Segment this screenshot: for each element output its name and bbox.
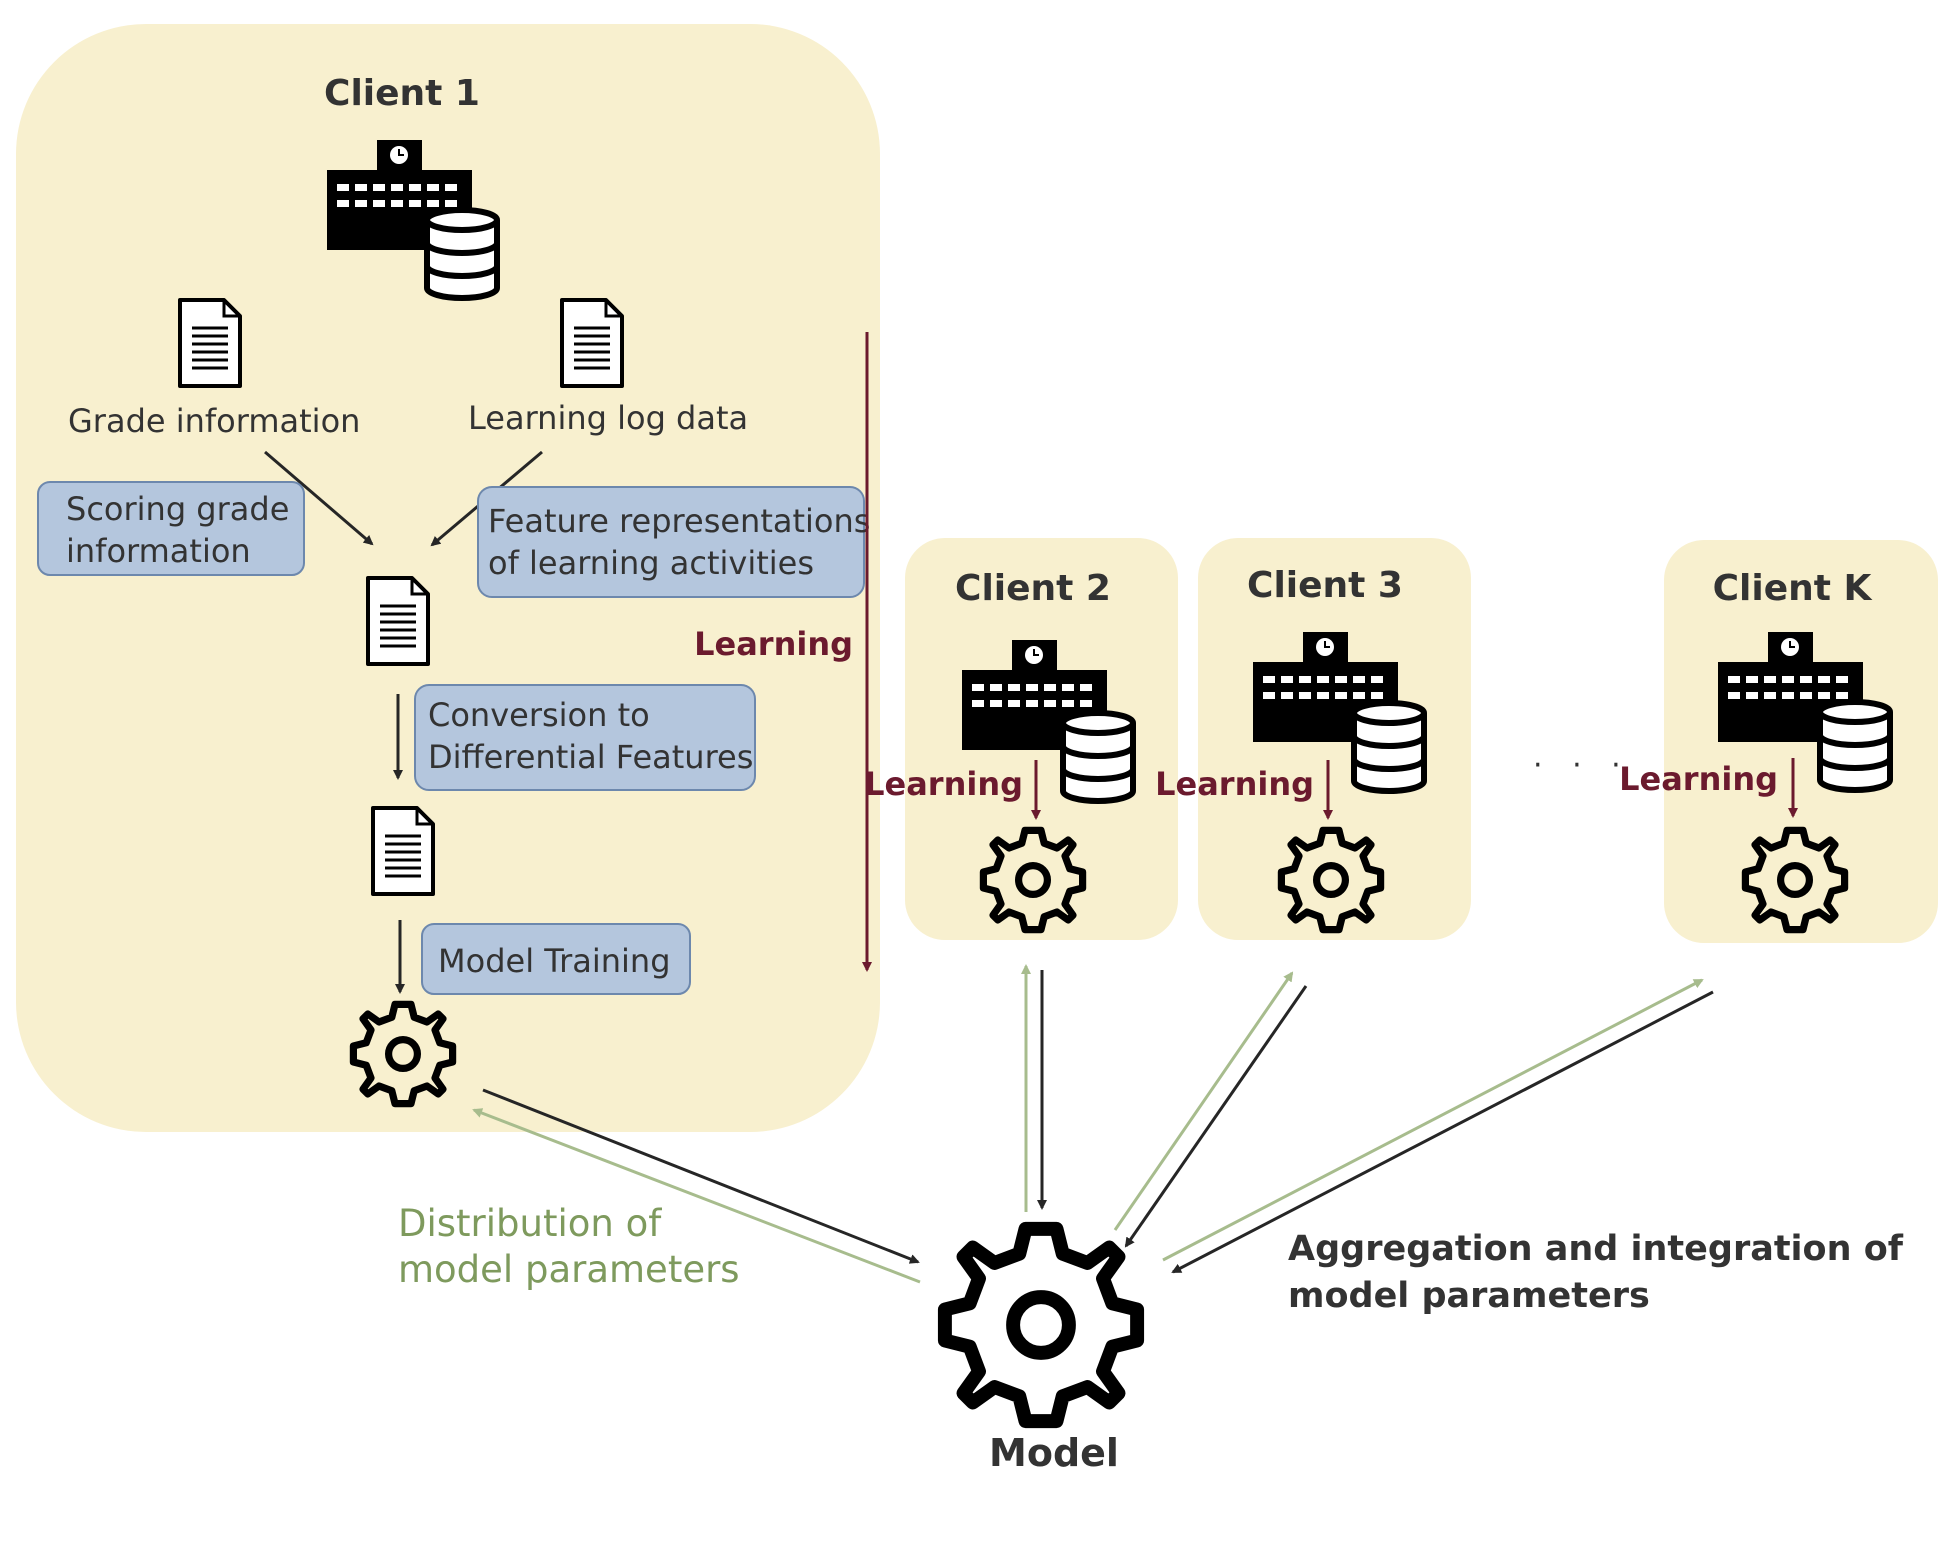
- document-icon: [371, 806, 435, 896]
- client-2-panel: Client 2 Learning: [864, 538, 1178, 940]
- database-icon: [1820, 702, 1890, 790]
- document-icon: [178, 298, 242, 388]
- database-icon: [1354, 703, 1424, 791]
- client-3-learning-label: Learning: [1155, 765, 1314, 803]
- client-2-title: Client 2: [955, 568, 1111, 609]
- document-icon: [560, 298, 624, 388]
- conversion-box: Conversion to Differential Features: [414, 684, 756, 791]
- gear-icon: [945, 1229, 1137, 1421]
- ellipsis: · · ·: [1533, 748, 1631, 783]
- client-3-title: Client 3: [1247, 565, 1403, 606]
- distribution-label: model parameters: [398, 1248, 740, 1291]
- feature-representations-box: Feature representations of learning acti…: [477, 486, 870, 598]
- svg-text:Feature representations: Feature representations: [488, 502, 870, 540]
- learning-log-data-label: Learning log data: [468, 399, 748, 437]
- aggregation-label: Aggregation and integration of: [1288, 1229, 1904, 1269]
- client-1-panel: Client 1 Grade information Learning log …: [16, 24, 880, 1132]
- svg-text:Scoring grade: Scoring grade: [66, 490, 289, 528]
- model-training-box: Model Training: [421, 923, 691, 995]
- client-1-learning-label: Learning: [694, 625, 853, 663]
- aggregation-label: model parameters: [1288, 1276, 1650, 1316]
- client-3-panel: Client 3 Learning: [1155, 538, 1471, 940]
- database-icon: [427, 210, 497, 298]
- grade-information-label: Grade information: [68, 402, 360, 440]
- model-label: Model: [989, 1431, 1119, 1475]
- svg-text:of learning activities: of learning activities: [488, 544, 814, 582]
- svg-text:Conversion to: Conversion to: [428, 696, 650, 734]
- distribution-label: Distribution of: [398, 1202, 662, 1245]
- client-1-title: Client 1: [324, 73, 480, 114]
- model-exchange-arrows: [472, 964, 1714, 1284]
- svg-text:Model Training: Model Training: [438, 942, 671, 980]
- svg-text:information: information: [66, 532, 251, 570]
- document-icon: [366, 576, 430, 666]
- client-2-learning-label: Learning: [864, 765, 1023, 803]
- database-icon: [1063, 713, 1133, 801]
- client-k-title: Client K: [1713, 568, 1873, 609]
- client-k-panel: Client K Learning: [1619, 540, 1938, 943]
- scoring-grade-box: Scoring grade information: [37, 481, 305, 576]
- client-k-learning-label: Learning: [1619, 760, 1778, 798]
- svg-text:Differential Features: Differential Features: [428, 738, 753, 776]
